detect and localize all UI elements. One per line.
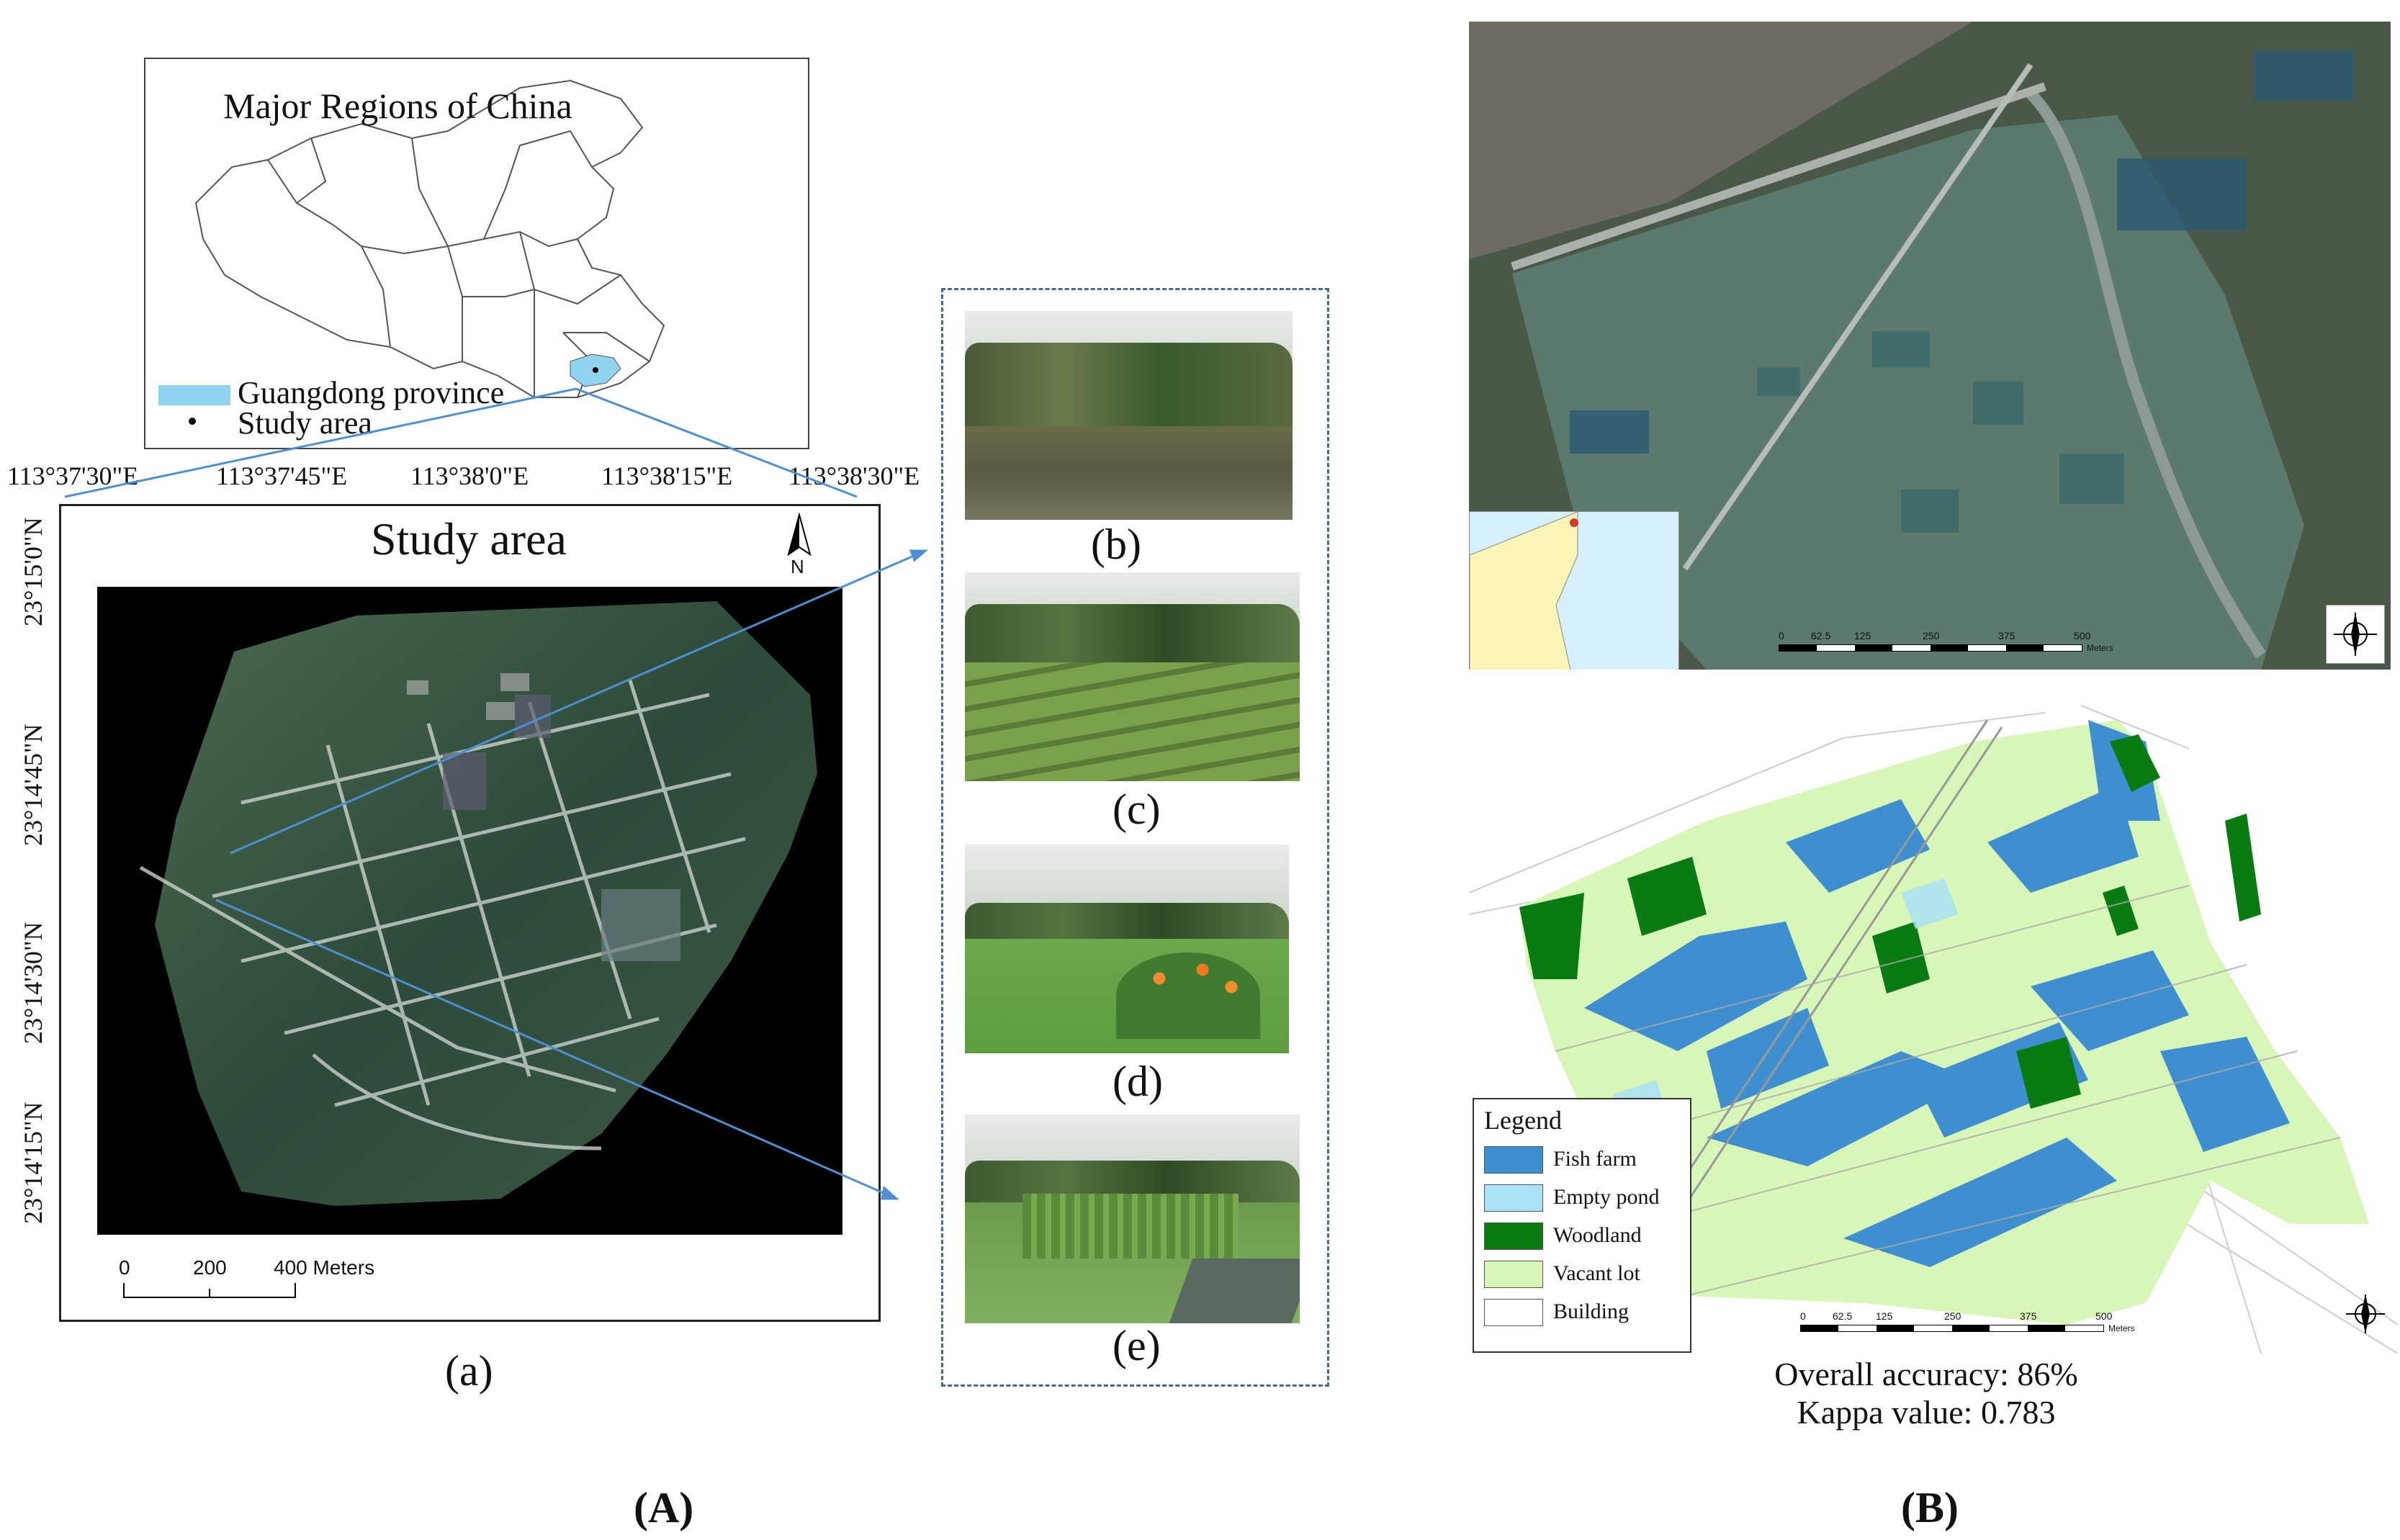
satellite-scalebar: 0 62.5 125 250 375 500 Meters [1779,630,2139,659]
class-scale-250: 250 [1944,1310,1961,1322]
figure-label-b: (B) [1901,1484,1959,1531]
uav-orthophoto-image [139,601,817,1206]
coord-left-1: 23°15'0"N [19,517,48,626]
coord-top-2: 113°37'45"E [216,461,348,490]
classification-legend: Legend Fish farm Empty pond Woodland Vac… [1473,1098,1691,1353]
satellite-image: 0 62.5 125 250 375 500 Meters [1469,22,2391,670]
legend-label-woodland: Woodland [1553,1223,1642,1247]
photo-label-e: (e) [1113,1322,1161,1369]
sat-scale-62: 62.5 [1811,630,1831,641]
scalebar-a [123,1283,296,1298]
sat-scale-500: 500 [2074,630,2091,641]
legend-swatch-empty-pond [1484,1184,1543,1212]
coord-top-1: 113°37'30"E [7,461,139,490]
photo-label-d: (d) [1113,1058,1163,1105]
sat-scale-375: 375 [1998,630,2015,641]
legend-label-study-area: Study area [238,405,372,441]
classification-scalebar: 0 62.5 125 250 375 500 Meters [1800,1310,2175,1339]
coord-left-4: 23°14'15"N [19,1102,48,1224]
class-scale-62: 62.5 [1833,1310,1853,1322]
legend-swatch-building [1484,1299,1543,1326]
sub-label-a: (a) [445,1347,493,1395]
legend-swatch-woodland [1484,1222,1543,1250]
scalebar-tick-200: 200 [193,1256,227,1279]
sat-scale-250: 250 [1923,630,1940,641]
photo-label-c: (c) [1113,785,1161,833]
photo-e [965,1115,1300,1323]
compass-icon [2326,605,2385,664]
scalebar-tick-0: 0 [119,1256,130,1279]
class-scale-0: 0 [1800,1310,1806,1322]
locator-inset-map [1469,511,1679,670]
classification-map-render [1469,705,2398,1354]
coord-left-2: 23°14'45"N [19,724,48,846]
legend-label-fish-farm: Fish farm [1553,1147,1637,1171]
sat-scale-125: 125 [1854,630,1871,641]
figure-label-a: (A) [634,1484,694,1531]
china-outline-map [194,79,665,398]
class-scale-125: 125 [1876,1310,1893,1322]
legend-swatch-vacant-lot [1484,1261,1543,1288]
legend-swatch-guangdong [158,385,230,405]
kappa-value: Kappa value: 0.783 [1797,1394,2056,1431]
photo-label-b: (b) [1091,521,1141,568]
coord-left-3: 23°14'30"N [19,922,48,1044]
accuracy-text: Overall accuracy: 86% Kappa value: 0.783 [1757,1355,2095,1431]
compass-icon [2340,1289,2391,1339]
uav-orthophoto [97,587,842,1235]
coord-top-5: 113°38'30"E [788,461,920,490]
north-arrow-icon [787,512,812,557]
sat-scale-0: 0 [1779,630,1784,641]
class-scale-unit: Meters [2108,1323,2135,1333]
field-photos-box [941,288,1329,1387]
sat-scale-unit: Meters [2087,643,2113,653]
china-map-title: Major Regions of China [223,86,572,126]
north-label: N [791,556,804,577]
study-area-title: Study area [371,513,567,564]
coord-top-4: 113°38'15"E [601,461,733,490]
coord-top-3: 113°38'0"E [410,461,529,490]
legend-dot-study-area [189,418,196,425]
legend-title: Legend [1484,1106,1562,1135]
legend-label-empty-pond: Empty pond [1553,1185,1660,1209]
china-inset-map [144,58,809,449]
classification-map: 0 62.5 125 250 375 500 Meters [1469,677,2398,1354]
photo-c [965,572,1300,781]
legend-label-building: Building [1553,1300,1630,1323]
overall-accuracy: Overall accuracy: 86% [1774,1356,2078,1392]
photo-d [965,845,1289,1053]
satellite-image-render [1469,22,2391,670]
photo-b [965,311,1293,520]
scalebar-tick-400: 400 Meters [274,1256,375,1279]
class-scale-375: 375 [2020,1310,2037,1322]
locator-inset-shape [1469,511,1578,670]
legend-swatch-fish-farm [1484,1146,1543,1174]
legend-label-vacant-lot: Vacant lot [1553,1261,1640,1285]
class-scale-500: 500 [2095,1310,2113,1322]
